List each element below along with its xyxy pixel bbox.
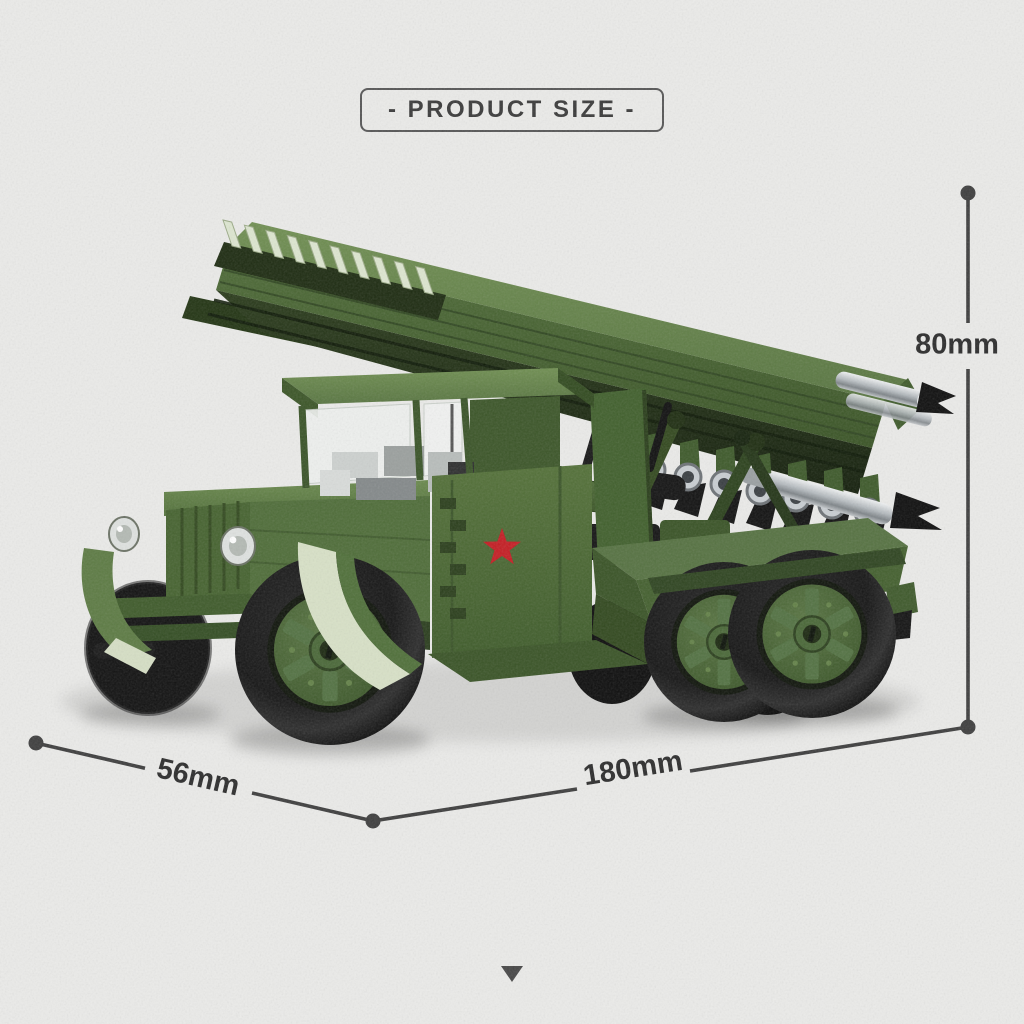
height-bottom-dot — [960, 719, 976, 735]
corner-dot — [365, 813, 381, 829]
length-line-left — [375, 787, 578, 823]
height-dimension-label: 80mm — [915, 328, 999, 361]
page-title: - PRODUCT SIZE - — [360, 88, 664, 132]
truck-illustration — [81, 219, 956, 747]
down-triangle-icon — [501, 966, 523, 982]
height-top-dot — [960, 185, 976, 201]
depth-line-right — [251, 791, 371, 823]
depth-end-dot — [28, 735, 44, 751]
depth-line-left — [38, 741, 146, 770]
